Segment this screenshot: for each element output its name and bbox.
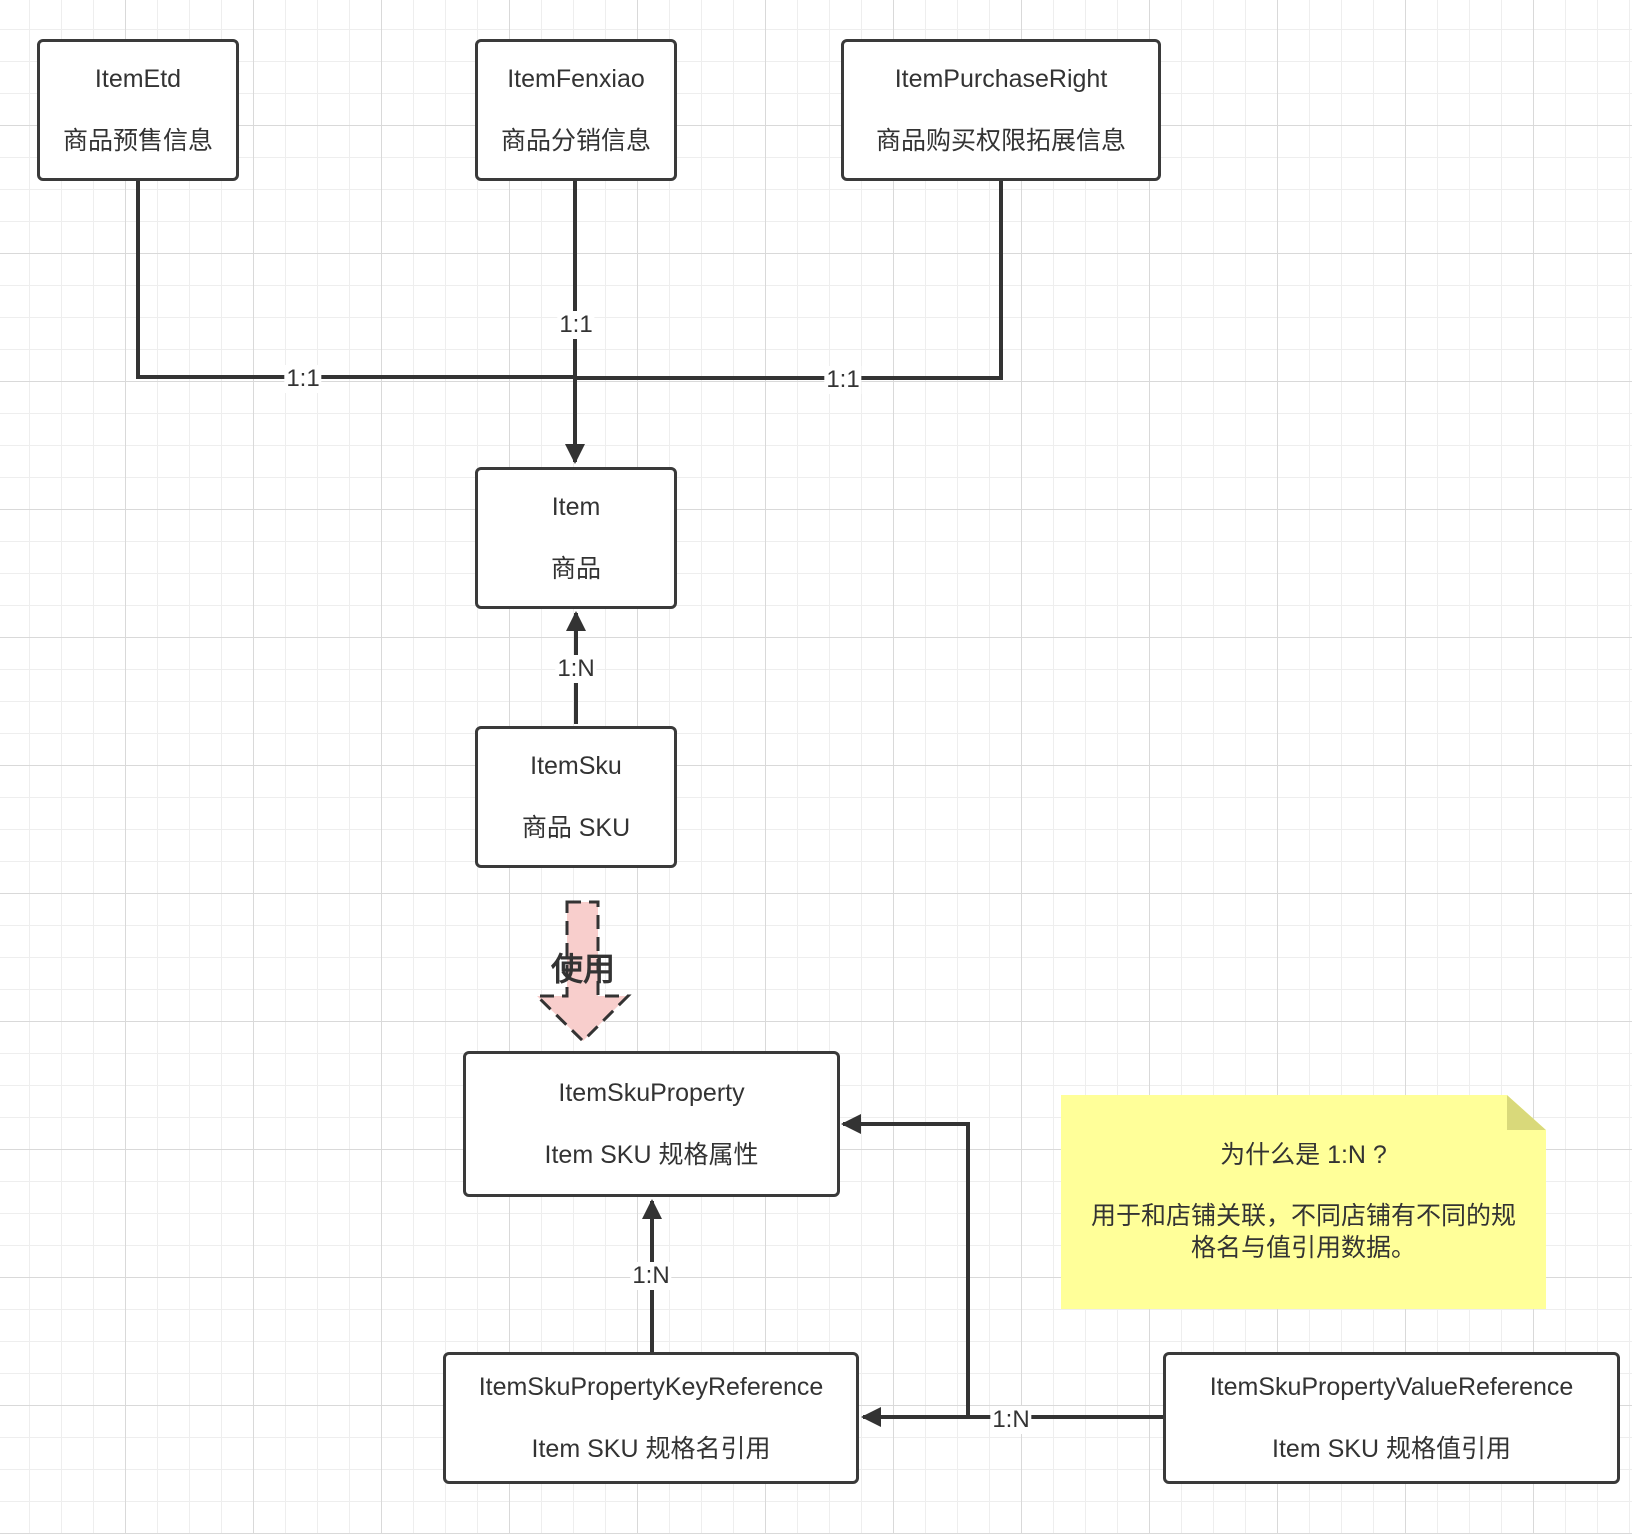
entity-description: Item SKU 规格值引用 [1272, 1435, 1511, 1463]
entity-name: ItemSkuProperty [558, 1079, 745, 1107]
edge-label-purchaseright-item: 1:1 [824, 366, 862, 394]
entity-name: Item [551, 493, 601, 521]
entity-item[interactable]: Item 商品 [475, 467, 677, 609]
edge-etd-to-item [136, 181, 575, 379]
entity-itemfenxiao[interactable]: ItemFenxiao 商品分销信息 [475, 39, 677, 181]
edge-label-sku-item: 1:N [555, 655, 597, 683]
edge-label-valueref: 1:N [990, 1406, 1032, 1434]
note-answer: 用于和店铺关联，不同店铺有不同的规格名与值引用数据。 [1090, 1201, 1516, 1263]
entity-description: 商品购买权限拓展信息 [875, 127, 1126, 155]
edge-label-etd-item: 1:1 [284, 365, 322, 393]
edge-label-keyref-property: 1:N [630, 1262, 672, 1290]
entity-itempurchaseright[interactable]: ItemPurchaseRight 商品购买权限拓展信息 [841, 39, 1161, 181]
entity-valuereference[interactable]: ItemSkuPropertyValueReference Item SKU 规… [1163, 1352, 1620, 1484]
edge-label-fenxiao-item: 1:1 [557, 311, 595, 339]
edge-purchaseright-to-item [575, 181, 1003, 380]
entity-name: ItemSkuPropertyKeyReference [478, 1373, 824, 1401]
use-arrow-label: 使用 [550, 951, 616, 987]
entity-name: ItemFenxiao [507, 65, 645, 93]
entity-name: ItemSkuPropertyValueReference [1209, 1373, 1574, 1401]
note-question: 为什么是 1:N ? [1220, 1141, 1387, 1170]
entity-description: Item SKU 规格名引用 [531, 1435, 771, 1463]
entity-name: ItemSku [530, 752, 622, 780]
entity-description: 商品分销信息 [500, 127, 651, 155]
entity-description: 商品 SKU [521, 814, 631, 842]
entity-itemetd[interactable]: ItemEtd 商品预售信息 [37, 39, 239, 181]
use-arrow-shape [533, 900, 632, 1044]
entity-itemskuproperty[interactable]: ItemSkuProperty Item SKU 规格属性 [463, 1051, 840, 1197]
entity-name: ItemEtd [94, 65, 182, 93]
entity-keyreference[interactable]: ItemSkuPropertyKeyReference Item SKU 规格名… [443, 1352, 859, 1484]
entity-itemsku[interactable]: ItemSku 商品 SKU [475, 726, 677, 868]
edge-valueref-to-property [841, 1114, 970, 1417]
entity-description: Item SKU 规格属性 [544, 1141, 759, 1169]
entity-name: ItemPurchaseRight [894, 65, 1108, 93]
sticky-note[interactable]: 为什么是 1:N ? 用于和店铺关联，不同店铺有不同的规格名与值引用数据。 [1061, 1095, 1546, 1309]
entity-description: 商品预售信息 [62, 127, 213, 155]
entity-description: 商品 [550, 555, 601, 583]
